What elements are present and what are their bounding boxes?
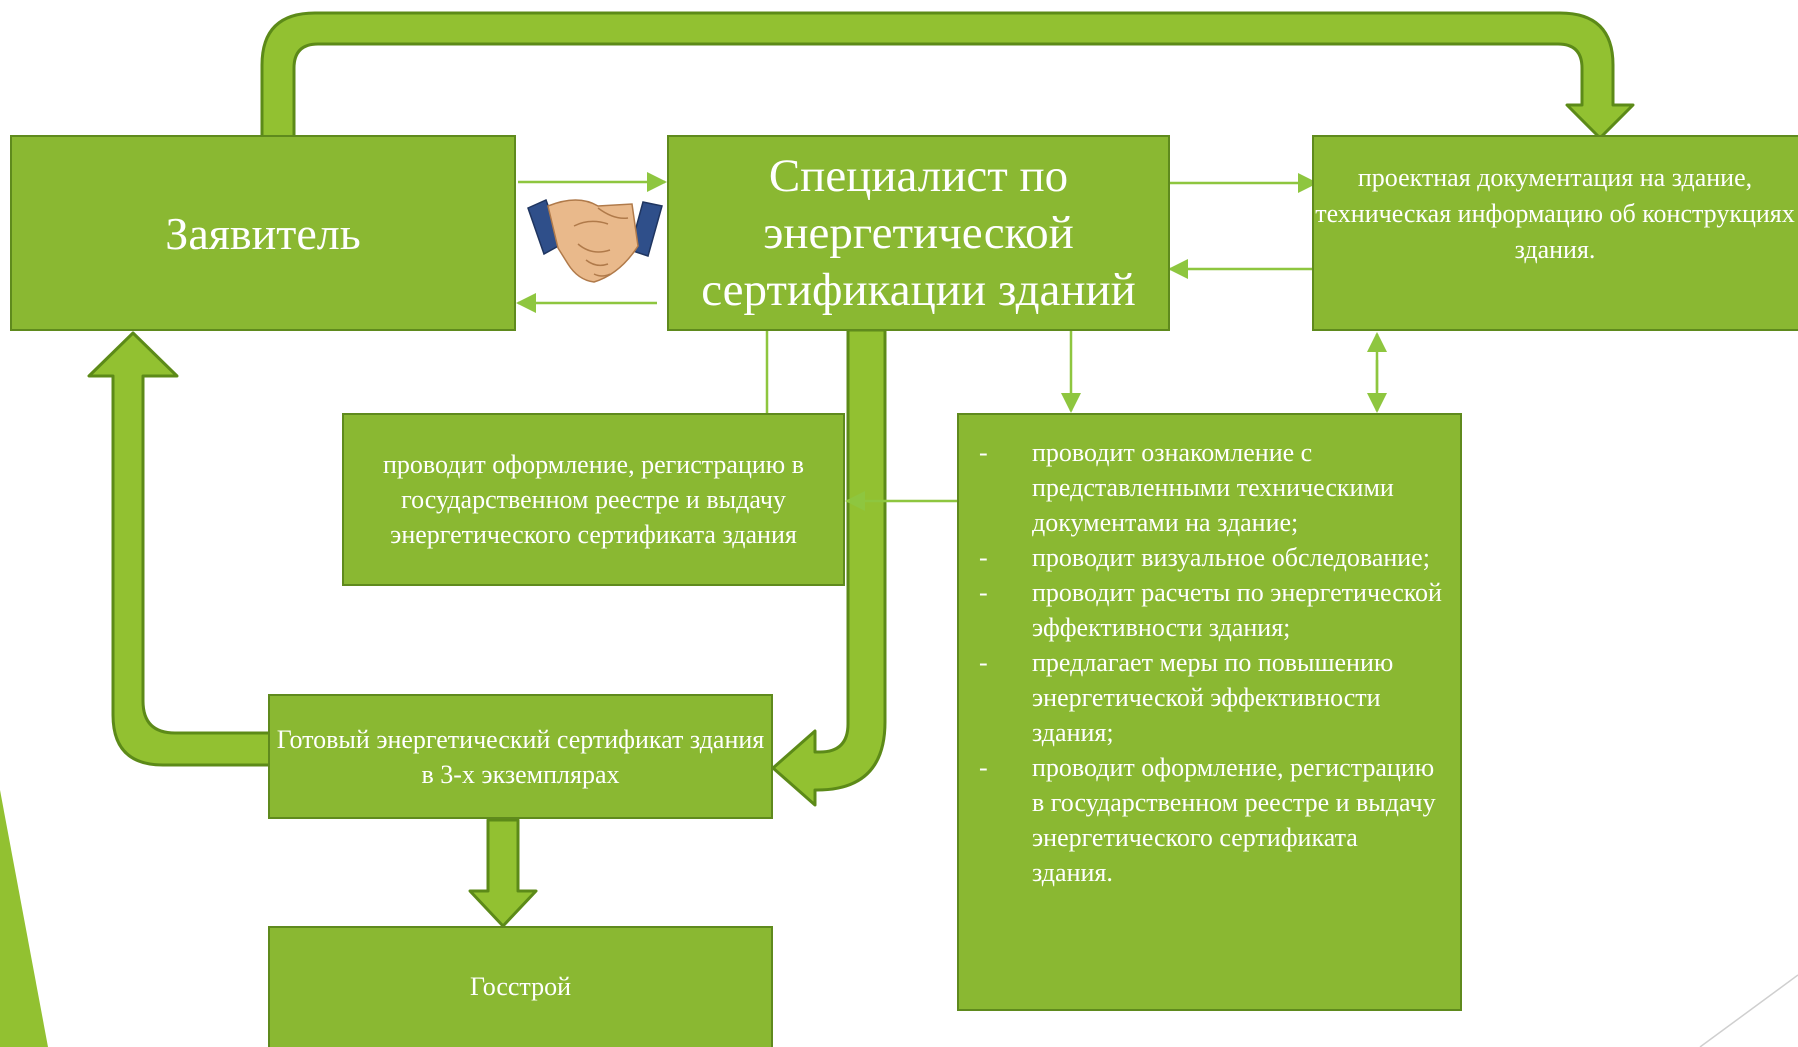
specialist-actions-list: проводит ознакомление с представленными … <box>977 435 1442 890</box>
list-item: проводит визуальное обследование; <box>977 540 1442 575</box>
specialist-down-arrow <box>771 328 887 807</box>
specialist-label: Специалист по энергетической сертификаци… <box>701 149 1136 316</box>
project-docs-box: проектная документация на здание, технич… <box>1312 135 1798 331</box>
list-item: проводит расчеты по энергетической эффек… <box>977 575 1442 645</box>
ready-certificate-box: Готовый энергетический сертификат здания… <box>268 694 773 819</box>
top-loop-arrow <box>260 11 1635 140</box>
left-loop-arrow <box>87 331 272 767</box>
decorative-line <box>1699 974 1798 1047</box>
project-docs-label: проектная документация на здание, технич… <box>1315 163 1795 264</box>
applicant-box: Заявитель <box>10 135 516 331</box>
handshake-icon <box>527 198 663 283</box>
list-item: проводит ознакомление с представленными … <box>977 435 1442 540</box>
ready-certificate-label: Готовый энергетический сертификат здания… <box>276 724 765 789</box>
down-arrow-gosstroy <box>468 818 538 928</box>
list-item: предлагает меры по повышению энергетичес… <box>977 645 1442 750</box>
registration-label: проводит оформление, регистрацию в госуд… <box>383 450 804 549</box>
side-accent <box>0 790 48 1047</box>
specialist-actions-box: проводит ознакомление с представленными … <box>957 413 1462 1011</box>
specialist-box: Специалист по энергетической сертификаци… <box>667 135 1170 331</box>
gosstroy-label: Госстрой <box>469 971 572 1001</box>
applicant-label: Заявитель <box>165 207 361 259</box>
registration-box: проводит оформление, регистрацию в госуд… <box>342 413 845 586</box>
list-item: проводит оформление, регистрацию в госуд… <box>977 750 1442 890</box>
gosstroy-box: Госстрой <box>268 926 773 1047</box>
